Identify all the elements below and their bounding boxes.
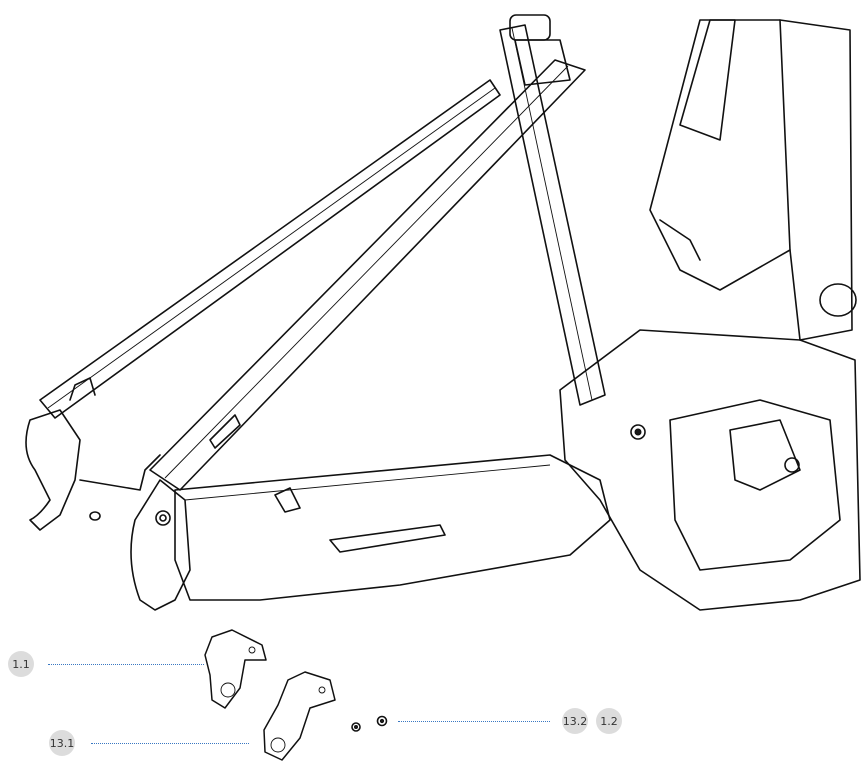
leader-line [48, 663, 204, 665]
label-badge: 1.2 [596, 708, 622, 734]
callout-1-1: 1.1 [8, 651, 204, 677]
hanger-part-13-1 [263, 671, 336, 761]
callout-13-1: 13.1 [49, 730, 249, 756]
label-badge: 13.2 [562, 708, 588, 734]
motor-housing [559, 329, 861, 611]
chain-stay-cover [174, 454, 611, 601]
label-badge: 13.1 [49, 730, 75, 756]
seat-tube [499, 14, 606, 406]
leader-line [398, 720, 550, 722]
callout-13-2-1-2: 13.2 1.2 [398, 708, 622, 734]
battery-housing [649, 19, 857, 341]
label-badge: 1.1 [8, 651, 34, 677]
hanger-part-1-1 [204, 629, 267, 709]
screws-part [351, 715, 388, 732]
rear-stay-right [130, 59, 586, 611]
rear-stay-left [25, 79, 501, 531]
leader-line [91, 742, 249, 744]
